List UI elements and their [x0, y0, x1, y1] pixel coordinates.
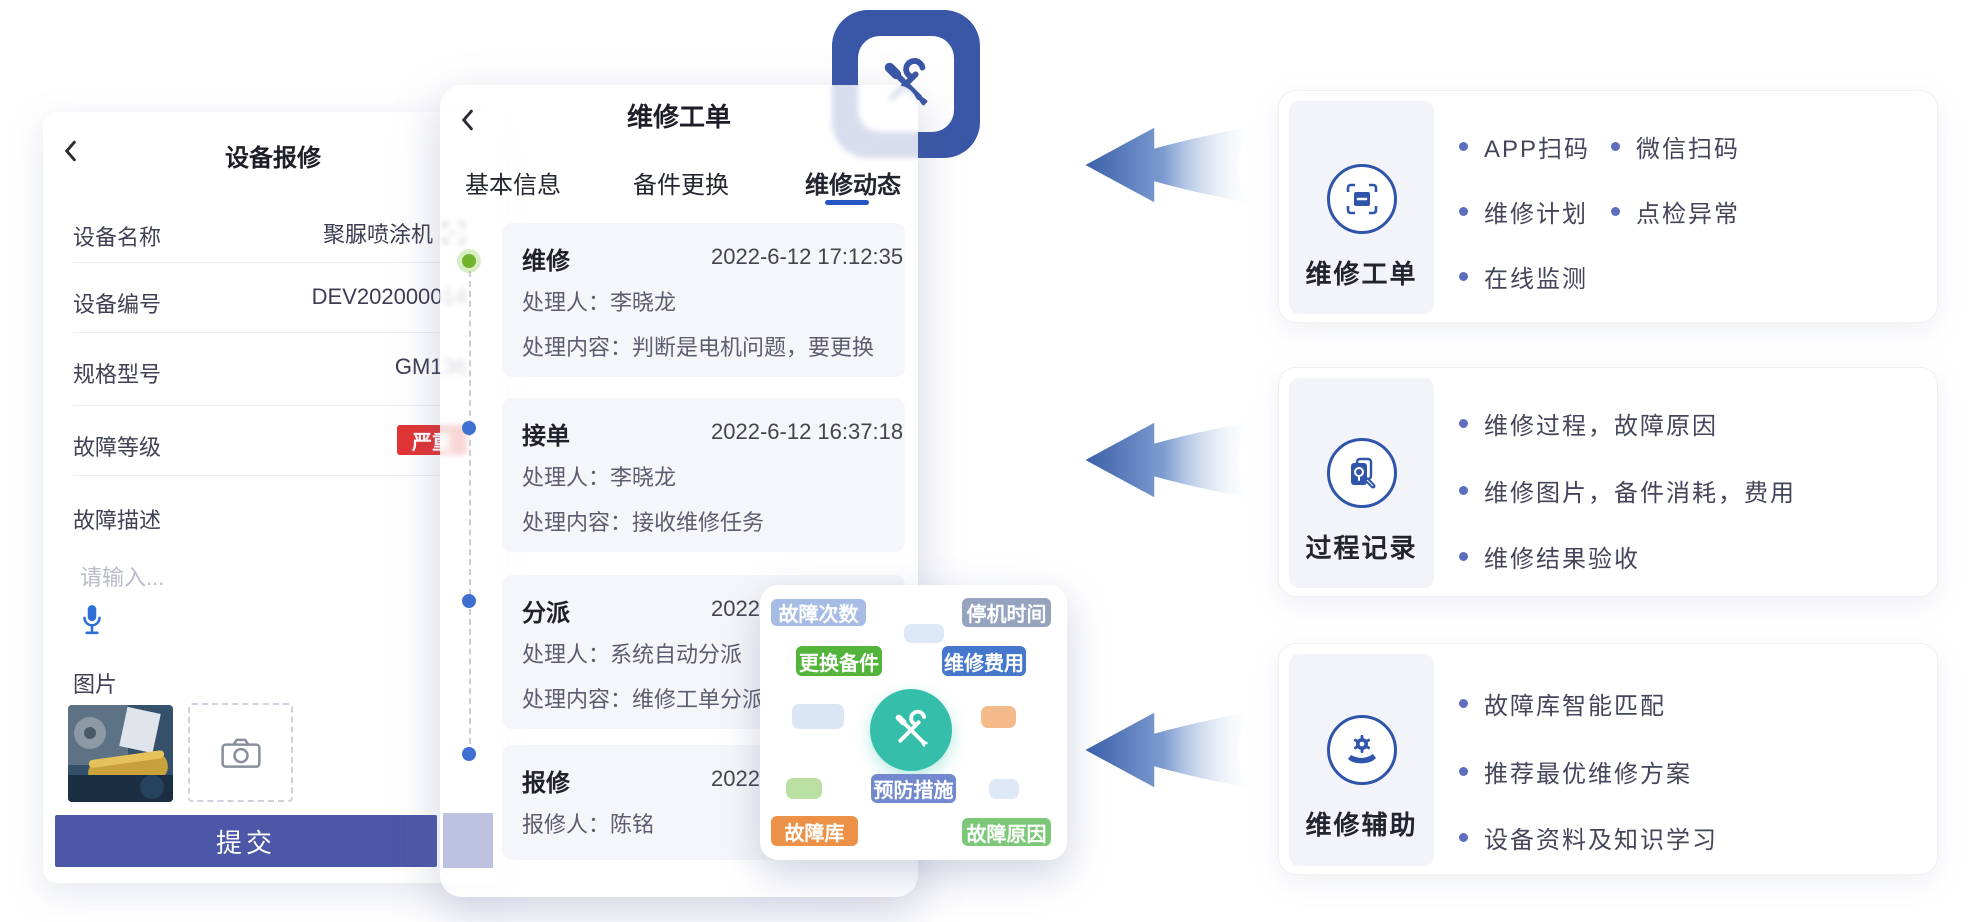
timeline-item-content: 处理内容：接收维修任务: [522, 510, 765, 535]
feature-bullet: 在线监测: [1459, 259, 1588, 294]
feature-bullet: 维修计划: [1459, 194, 1588, 229]
decor-pill: [904, 624, 944, 643]
feature-title: 过程记录: [1305, 533, 1418, 563]
timeline-dot: [462, 254, 476, 268]
active-tab-underline: [825, 200, 869, 205]
feature-bullet: 维修结果验收: [1459, 539, 1640, 574]
bullet-dot: [1459, 419, 1468, 428]
timeline-item-time: 2022-: [711, 596, 768, 621]
scan-code-icon: [1326, 164, 1397, 234]
crossed-tools-icon: [870, 689, 952, 771]
feature-bullet: APP扫码: [1459, 129, 1590, 164]
bullet-dot: [1459, 142, 1468, 151]
submit-button[interactable]: 提交: [55, 815, 437, 867]
feature-title: 维修辅助: [1305, 810, 1418, 840]
feature-panel: 维修工单: [1289, 101, 1434, 314]
feature-card-work-order: 维修工单 APP扫码 维修计划 在线监测 微信扫码 点检异常: [1278, 90, 1938, 323]
timeline-item[interactable]: 维修 2022-6-12 17:12:35 处理人：李晓龙 处理内容：判断是电机…: [502, 223, 905, 377]
feature-bullet: 微信扫码: [1611, 129, 1740, 164]
timeline-item-time: 2022-6-12 17:12:35: [711, 244, 904, 269]
divider: [73, 262, 473, 263]
pill-fault-cause: 故障原因: [962, 818, 1051, 846]
timeline-item-time: 2022-: [711, 766, 768, 791]
microphone-icon[interactable]: [81, 604, 103, 636]
left-arrow: [1085, 124, 1258, 206]
fault-desc-label: 故障描述: [73, 508, 162, 533]
report-screen: 设备报修 设备名称 聚脲喷涂机 设备编号 DEV202000014 规格型号 G…: [43, 112, 503, 883]
divider: [73, 332, 473, 333]
hand-gear-icon: [1326, 715, 1397, 785]
timeline-line: [469, 261, 471, 754]
pill-prevention: 预防措施: [871, 774, 956, 803]
record-doc-icon: [1326, 438, 1397, 508]
camera-icon: [220, 738, 261, 768]
image-label: 图片: [73, 672, 118, 697]
timeline-item-reporter: 报修人：陈铭: [522, 812, 655, 837]
timeline-item-title: 分派: [522, 600, 570, 627]
timeline-item-handler: 处理人：系统自动分派: [522, 642, 743, 667]
timeline-item-title: 接单: [522, 423, 570, 450]
feature-bullet: 推荐最优维修方案: [1459, 754, 1692, 789]
pill-fault-library: 故障库: [771, 816, 858, 846]
bullet-dot: [1459, 272, 1468, 281]
feature-bullet: 维修图片，备件消耗，费用: [1459, 473, 1796, 508]
fault-analysis-card: 故障次数 停机时间 更换备件 维修费用 预防措施 故障库 故障原因: [760, 585, 1067, 860]
bullet-dot: [1459, 552, 1468, 561]
bullet-dot: [1459, 833, 1468, 842]
page-title: 设备报修: [225, 145, 321, 172]
feature-card-repair-assist: 维修辅助 故障库智能匹配 推荐最优维修方案 设备资料及知识学习: [1278, 643, 1938, 875]
fault-photo-thumbnail[interactable]: [68, 705, 173, 802]
page-title: 维修工单: [626, 102, 731, 132]
pill-replace-parts: 更换备件: [796, 646, 882, 676]
add-photo-button[interactable]: [188, 703, 293, 802]
field-label: 设备编号: [73, 292, 162, 317]
left-arrow: [1085, 709, 1258, 791]
submit-button-ghost: [443, 813, 493, 868]
field-label: 设备名称: [73, 225, 162, 250]
bullet-dot: [1459, 699, 1468, 708]
feature-bullet: 设备资料及知识学习: [1459, 820, 1718, 855]
bullet-dot: [1611, 207, 1620, 216]
decor-pill: [981, 706, 1016, 728]
back-icon[interactable]: [460, 109, 474, 131]
field-label: 规格型号: [73, 362, 162, 387]
feature-bullet: 点检异常: [1611, 194, 1740, 229]
timeline-dot: [462, 747, 476, 761]
divider: [73, 475, 473, 476]
tab-spare-parts[interactable]: 备件更换: [633, 172, 729, 199]
feature-panel: 维修辅助: [1289, 654, 1434, 866]
bullet-dot: [1459, 767, 1468, 776]
timeline-dot: [462, 594, 476, 608]
timeline-item-handler: 处理人：李晓龙: [522, 290, 677, 315]
back-icon[interactable]: [63, 140, 77, 162]
pill-fault-count: 故障次数: [771, 599, 866, 626]
left-arrow: [1085, 419, 1258, 501]
timeline-item-time: 2022-6-12 16:37:18: [711, 419, 904, 444]
bullet-dot: [1459, 207, 1468, 216]
decor-pill: [786, 778, 822, 799]
feature-card-process-record: 过程记录 维修过程，故障原因 维修图片，备件消耗，费用 维修结果验收: [1278, 367, 1938, 597]
pill-downtime: 停机时间: [962, 598, 1051, 627]
timeline-item-title: 报修: [522, 770, 570, 797]
feature-title: 维修工单: [1305, 259, 1418, 289]
timeline-item-title: 维修: [522, 248, 570, 275]
tab-repair-updates[interactable]: 维修动态: [805, 172, 901, 199]
decor-pill: [989, 779, 1019, 799]
fault-desc-input[interactable]: 请输入...: [80, 565, 165, 590]
timeline-item-content: 处理内容：维修工单分派给: [522, 687, 787, 712]
pill-repair-cost: 维修费用: [942, 646, 1026, 676]
timeline-item-content: 处理内容：判断是电机问题，要更换: [522, 335, 875, 360]
tab-basic-info[interactable]: 基本信息: [465, 172, 561, 199]
timeline-dot: [462, 421, 476, 435]
bullet-dot: [1611, 142, 1620, 151]
timeline-item[interactable]: 接单 2022-6-12 16:37:18 处理人：李晓龙 处理内容：接收维修任…: [502, 398, 905, 552]
timeline-item-handler: 处理人：李晓龙: [522, 465, 677, 490]
feature-bullet: 维修过程，故障原因: [1459, 406, 1718, 441]
bullet-dot: [1459, 486, 1468, 495]
divider: [73, 405, 473, 406]
field-label: 故障等级: [73, 435, 162, 460]
decor-pill: [792, 704, 844, 729]
feature-bullet: 故障库智能匹配: [1459, 686, 1666, 721]
feature-panel: 过程记录: [1289, 378, 1434, 588]
